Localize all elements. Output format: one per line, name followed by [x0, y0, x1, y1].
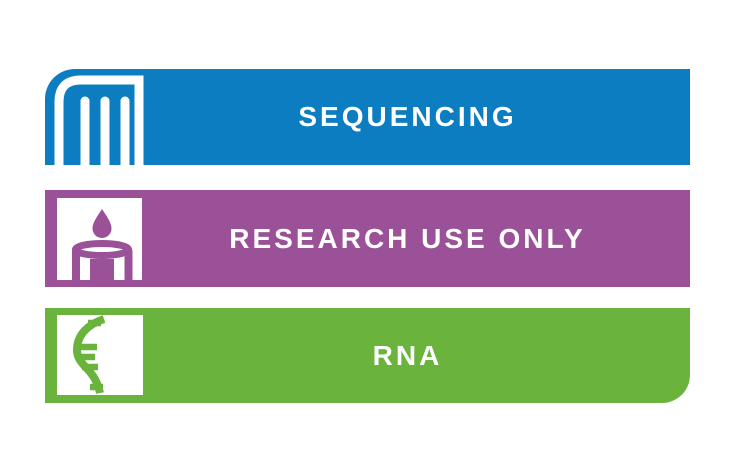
- droplet-into-column-icon: [57, 198, 142, 280]
- banner-rna-label: RNA: [372, 339, 443, 371]
- banner-rna: RNA: [45, 308, 690, 403]
- banner-research-use-only: RESEARCH USE ONLY: [45, 190, 690, 287]
- banner-research-use-only-label: RESEARCH USE ONLY: [229, 222, 586, 254]
- banner-sequencing: SEQUENCING: [45, 69, 690, 165]
- banner-sequencing-label: SEQUENCING: [298, 101, 517, 132]
- rna-strand-icon: [57, 315, 143, 395]
- gel-lanes-icon: [54, 75, 144, 165]
